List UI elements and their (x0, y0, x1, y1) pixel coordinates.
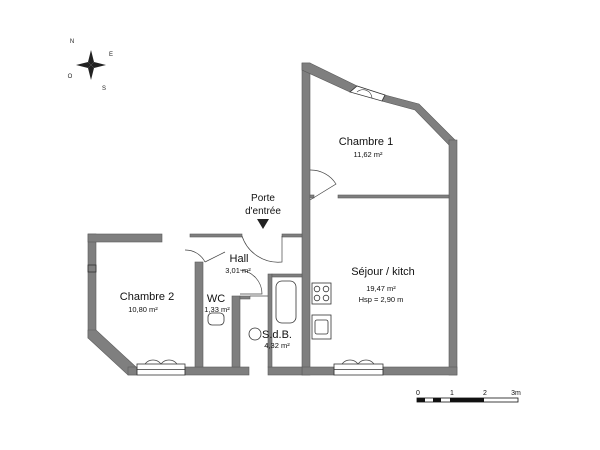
entrance-label-line2: d'entrée (245, 206, 281, 217)
room-area-wc: 1,33 m² (204, 305, 230, 314)
windows (136, 85, 386, 376)
entrance-marker: Porte d'entrée (245, 193, 281, 229)
room-name-sejour: Séjour / kitch (351, 266, 415, 278)
kitchen-sink (311, 314, 332, 340)
compass-n-label: N (70, 39, 74, 45)
entrance-arrow-icon (257, 219, 269, 229)
compass-e-label: E (109, 52, 113, 58)
room-labels: Chambre 1 11,62 m² Chambre 2 10,80 m² Ha… (120, 136, 415, 350)
room-name-chambre1: Chambre 1 (339, 136, 393, 148)
compass-s-label: S (102, 86, 106, 92)
scale-tick-3: 3m (511, 390, 521, 397)
scale-tick-0: 0 (416, 390, 420, 397)
cooktop (311, 282, 332, 305)
compass-rose: N E S O (68, 39, 113, 92)
room-name-chambre2: Chambre 2 (120, 291, 174, 303)
compass-o-label: O (68, 74, 73, 80)
room-area-sejour: 19,47 m² (366, 284, 396, 293)
toilet (207, 312, 225, 326)
room-name-wc: WC (207, 293, 225, 305)
washbasin (248, 327, 262, 341)
scale-tick-1: 1 (450, 390, 454, 397)
room-area-hall: 3,01 m² (225, 266, 251, 275)
room-name-hall: Hall (230, 253, 249, 265)
walls (87, 62, 458, 376)
room-name-sdb: S.d.B. (262, 329, 292, 341)
entrance-label-line1: Porte (251, 193, 275, 204)
bathtub (275, 280, 297, 324)
room-height-sejour: Hsp = 2,90 m (359, 295, 404, 304)
scale-bar: 0 1 2 3m (416, 390, 521, 403)
doors (184, 169, 337, 297)
room-area-sdb: 4,32 m² (264, 341, 290, 350)
room-area-chambre2: 10,80 m² (128, 305, 158, 314)
room-area-chambre1: 11,62 m² (353, 150, 383, 159)
fixtures (87, 264, 332, 341)
scale-tick-2: 2 (483, 390, 487, 397)
